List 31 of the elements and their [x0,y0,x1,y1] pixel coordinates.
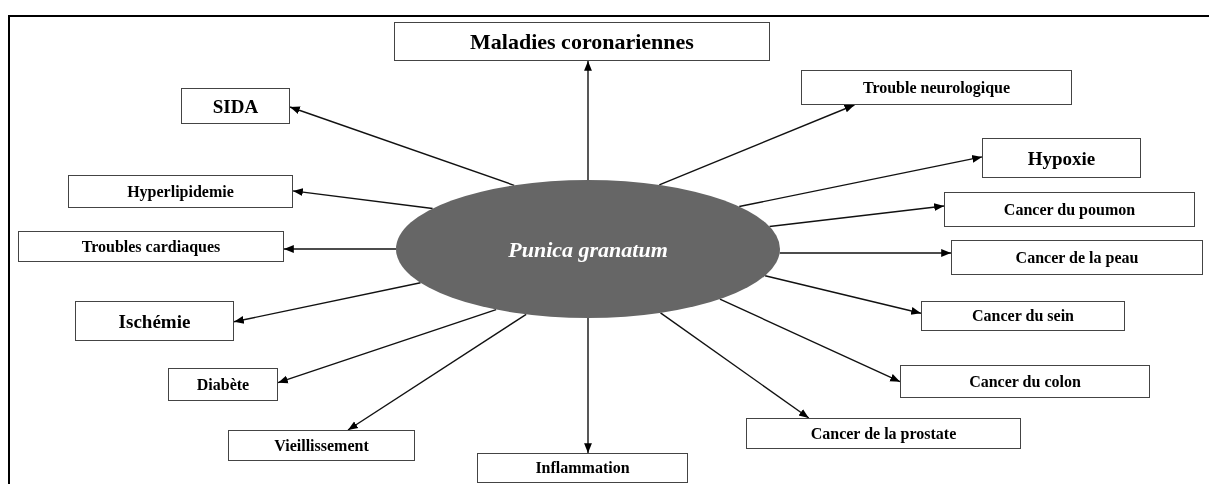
arrow [659,312,810,419]
arrow [283,245,397,253]
arrow [738,155,983,208]
arrow [719,298,901,383]
disease-box: Hypoxie [982,138,1141,178]
disease-box: Trouble neurologique [801,70,1072,105]
arrow [289,106,515,186]
arrow [584,60,592,181]
arrow [779,249,952,257]
arrow [764,275,922,315]
disease-box: Diabète [168,368,278,401]
disease-box: SIDA [181,88,290,124]
arrow [292,188,434,210]
disease-box: Cancer du sein [921,301,1125,331]
disease-box: Hyperlipidemie [68,175,293,208]
disease-box: Maladies coronariennes [394,22,770,61]
disease-box: Troubles cardiaques [18,231,284,262]
disease-box: Cancer de la prostate [746,418,1021,449]
disease-box: Cancer du colon [900,365,1150,398]
node-label: Punica granatum [508,235,668,264]
arrow [233,282,422,324]
disease-box: Inflammation [477,453,688,483]
arrow [658,104,856,186]
arrow [347,313,527,431]
disease-box: Cancer de la peau [951,240,1203,275]
arrow [584,317,592,454]
disease-box: Ischémie [75,301,234,341]
disease-box: Vieillissement [228,430,415,461]
arrow [277,308,497,384]
disease-box: Cancer du poumon [944,192,1195,227]
arrow [768,203,945,228]
